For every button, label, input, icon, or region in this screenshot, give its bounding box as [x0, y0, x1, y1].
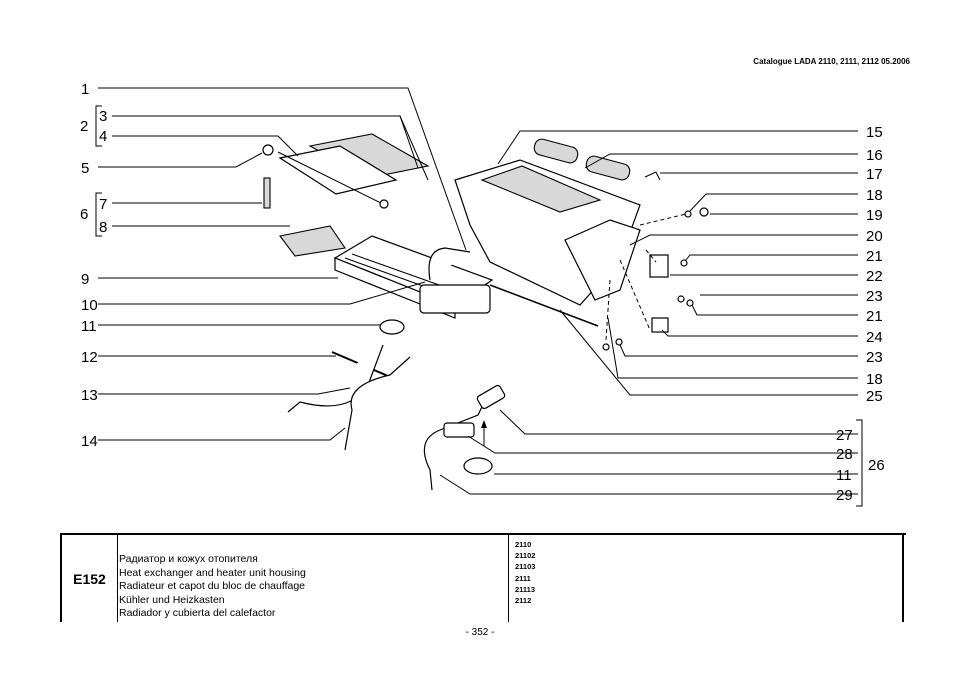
callout-21: 21: [866, 248, 883, 265]
gasket-part-15: [533, 138, 579, 164]
seal-part-7: [263, 177, 271, 209]
description-en: Heat exchanger and heater unit housing: [119, 566, 306, 579]
callout-18: 18: [866, 187, 883, 204]
model-list: 2110 21102 21103 2111 21113 2112: [512, 535, 904, 622]
callout-1: 1: [81, 81, 89, 98]
callout-6: 6: [80, 206, 88, 223]
description-de: Kühler und Heizkasten: [119, 593, 225, 606]
callout-21b: 21: [866, 308, 883, 325]
clamp-part-11: [379, 319, 405, 335]
callout-15: 15: [866, 124, 883, 141]
callout-12: 12: [81, 349, 98, 366]
seal-part-4: [278, 145, 398, 195]
callout-4: 4: [99, 128, 107, 145]
description-fr: Radiateur et capot du bloc de chauffage: [119, 580, 306, 593]
group-description: Радиатор и кожух отопителя Heat exchange…: [117, 535, 509, 622]
callout-27: 27: [836, 427, 853, 444]
hose-part-14: [344, 356, 411, 451]
callout-13: 13: [81, 387, 98, 404]
callout-11: 11: [81, 318, 97, 335]
group-code: E152: [60, 535, 118, 622]
callout-2: 2: [80, 118, 88, 135]
callout-26: 26: [868, 457, 885, 474]
callout-18b: 18: [866, 371, 883, 388]
left-callout-numbers: 1 3 2 4 5 7 6 8 9 10 11 12 13 14: [80, 81, 107, 450]
callout-5: 5: [81, 160, 89, 177]
tube-part-27: [476, 384, 506, 410]
model-item: 2111: [515, 573, 531, 583]
pipe-block-part-10: [419, 284, 491, 314]
callout-29: 29: [836, 487, 853, 504]
catalogue-header: Catalogue LADA 2110, 2111, 2112 05.2006: [753, 57, 910, 66]
callout-7: 7: [99, 196, 107, 213]
callout-19: 19: [866, 207, 883, 224]
seal-part-8: [279, 225, 346, 257]
pipe-part: [428, 247, 471, 281]
model-item: 21102: [515, 551, 536, 561]
left-leader-lines: [95, 87, 467, 441]
catalogue-info-table: E152 Радиатор и кожух отопителя Heat exc…: [60, 533, 906, 622]
callout-28: 28: [836, 446, 853, 463]
clamp-part-11b: [463, 457, 493, 475]
callout-3: 3: [99, 108, 107, 125]
callout-23b: 23: [866, 349, 883, 366]
callout-10: 10: [81, 297, 98, 314]
callout-11b: 11: [836, 467, 852, 484]
right-leader-lines: [439, 130, 863, 507]
model-item: 2110: [515, 540, 532, 549]
callout-8: 8: [99, 219, 107, 236]
page-number: - 352 -: [465, 627, 495, 638]
model-item: 2112: [515, 596, 532, 606]
actuator-part-22: [649, 254, 669, 278]
parts-illustration: [262, 133, 709, 491]
callout-23: 23: [866, 288, 883, 305]
callout-14: 14: [81, 433, 98, 450]
exploded-parts-drawing: 1 3 2 4 5 7 6 8 9 10 11 12 13 14 15 16 1…: [80, 81, 885, 507]
callout-9: 9: [81, 271, 89, 288]
right-callout-numbers: 15 16 17 18 19 20 21 22 23 21 24 23 18 2…: [836, 124, 885, 504]
description-es: Radiador y cubierta del calefactor: [119, 607, 276, 620]
callout-22: 22: [866, 268, 883, 285]
callout-20: 20: [866, 228, 883, 245]
hose-part-29: [423, 389, 491, 491]
model-item: 21113: [515, 584, 536, 594]
callout-25: 25: [866, 388, 883, 405]
callout-16: 16: [866, 147, 883, 164]
switch-part-24: [651, 317, 669, 333]
callout-24: 24: [866, 329, 883, 346]
pipe-part-28: [443, 422, 475, 438]
callout-17: 17: [866, 166, 883, 183]
gasket-part-16: [585, 155, 631, 181]
plug-part-5: [262, 144, 274, 156]
model-item: 21103: [515, 562, 536, 572]
description-ru: Радиатор и кожух отопителя: [119, 553, 258, 565]
